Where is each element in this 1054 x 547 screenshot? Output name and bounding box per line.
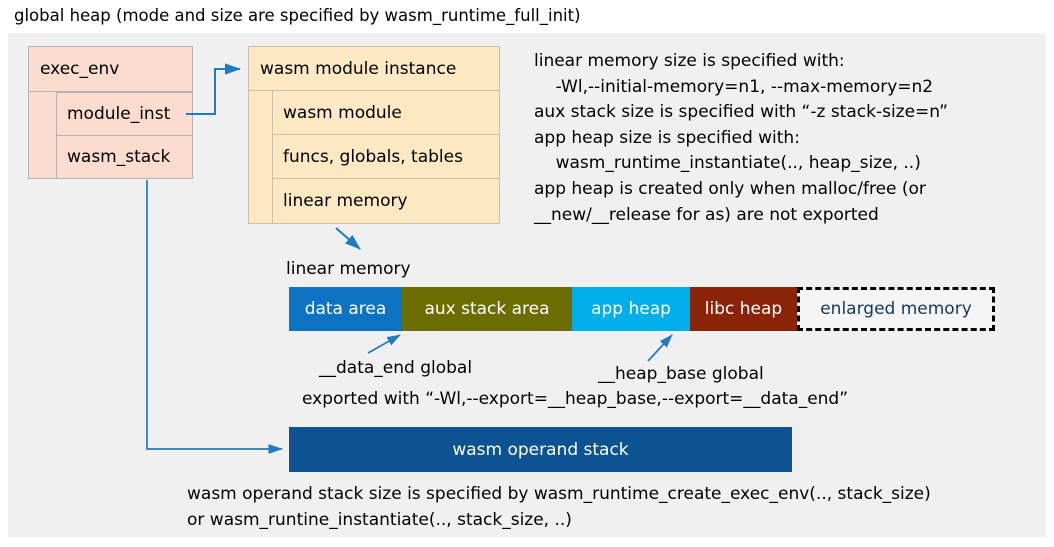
memory-segment-label: libc heap (704, 299, 783, 319)
exec-env-header-label: exec_env (40, 59, 120, 79)
memory-segment-label: data area (304, 299, 387, 319)
linear-memory-bar: data area aux stack area app heap libc h… (289, 287, 995, 331)
exec-env-header: exec_env (29, 47, 192, 92)
wasm-stack-label: wasm_stack (67, 147, 171, 167)
module-instance-row-wasm-module: wasm module (272, 90, 500, 135)
exec-env-row-module-inst: module_inst (56, 92, 193, 136)
memory-segment-enlarged-memory: enlarged memory (797, 287, 995, 331)
memory-segment-app-heap: app heap (572, 287, 690, 331)
module-instance-row-funcs-globals-tables: funcs, globals, tables (272, 134, 500, 179)
exec-env-row-wasm-stack: wasm_stack (56, 135, 193, 179)
memory-segment-label: aux stack area (424, 299, 550, 319)
linear-memory-bar-title: linear memory (286, 259, 411, 279)
memory-segment-data-area: data area (289, 287, 402, 331)
wasm-operand-stack-label: wasm operand stack (452, 439, 629, 460)
module-instance-row-linear-memory: linear memory (272, 178, 500, 224)
wasm-module-instance-header-label: wasm module instance (260, 58, 457, 79)
memory-segment-label: app heap (591, 299, 671, 319)
memory-segment-aux-stack-area: aux stack area (402, 287, 572, 331)
memory-segment-libc-heap: libc heap (690, 287, 797, 331)
funcs-globals-tables-label: funcs, globals, tables (283, 146, 463, 167)
module-inst-label: module_inst (67, 104, 171, 124)
memory-segment-label: enlarged memory (820, 299, 972, 319)
wasm-module-label: wasm module (283, 102, 402, 123)
wasm-operand-stack-bar: wasm operand stack (289, 427, 792, 472)
operand-stack-notes: wasm operand stack size is specified by … (187, 484, 931, 530)
annotation-export-flags: exported with “-Wl,--export=__heap_base,… (302, 389, 849, 409)
annotation-data-end: __data_end global (319, 358, 473, 378)
annotation-heap-base: __heap_base global (598, 364, 764, 384)
wasm-module-instance-header: wasm module instance (249, 47, 499, 91)
linear-memory-notes: linear memory size is specified with: -W… (534, 51, 948, 225)
page-title: global heap (mode and size are specified… (14, 6, 581, 25)
linear-memory-row-label: linear memory (283, 191, 408, 211)
